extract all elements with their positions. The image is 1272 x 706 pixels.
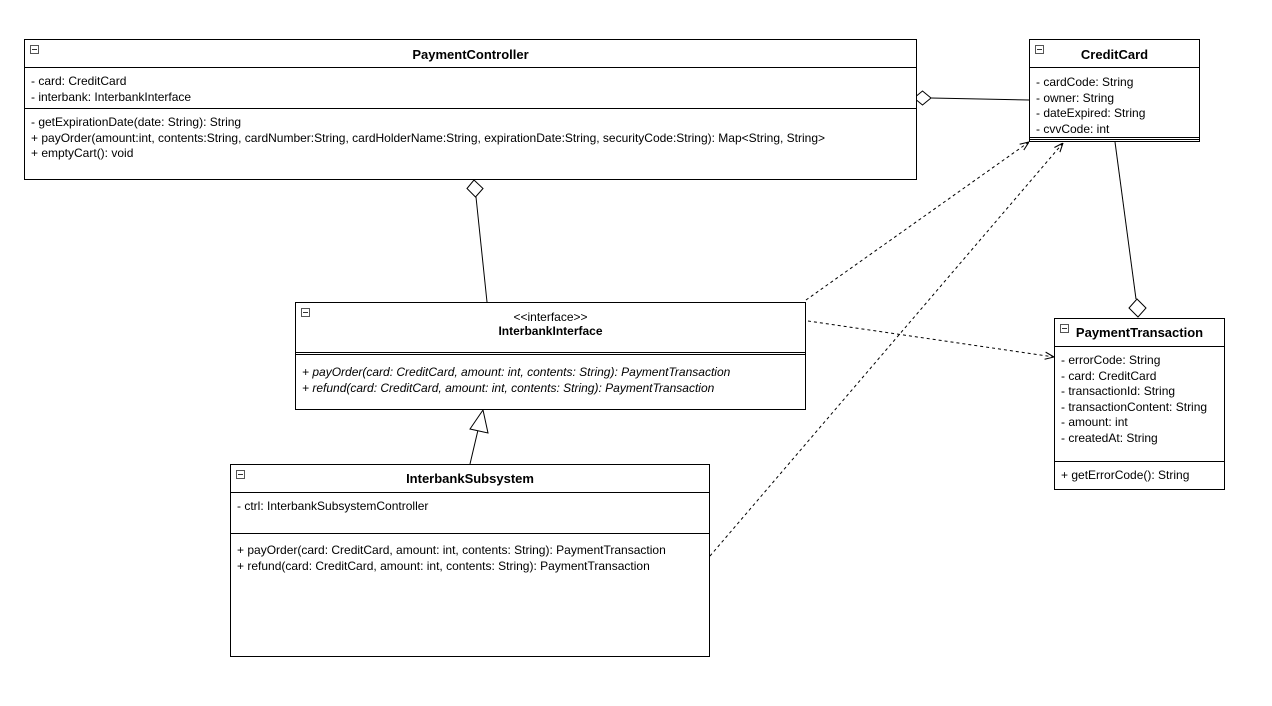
attribute: - amount: int	[1061, 415, 1128, 429]
attribute: - owner: String	[1036, 90, 1115, 105]
collapse-toggle-icon[interactable]	[301, 308, 310, 317]
stereotype-label: <<interface>>	[513, 310, 588, 324]
class-interbank-interface[interactable]: <<interface>> InterbankInterface + payOr…	[295, 302, 806, 410]
attribute: - cardCode: String	[1036, 75, 1134, 89]
class-header[interactable]: InterbankSubsystem	[231, 465, 709, 493]
operations-section: - getExpirationDate(date: String): Strin…	[25, 109, 916, 166]
relation-pc-cc-aggregation[interactable]	[913, 90, 1030, 106]
operation: + refund(card: CreditCard, amount: int, …	[302, 380, 715, 395]
attribute: - interbank: InterbankInterface	[31, 89, 192, 104]
operations-section: + payOrder(card: CreditCard, amount: int…	[231, 534, 709, 578]
attribute: - card: CreditCard	[1061, 368, 1157, 383]
class-interbank-subsystem[interactable]: InterbankSubsystem - ctrl: InterbankSubs…	[230, 464, 710, 657]
relation-is-ii-realization[interactable]	[469, 408, 489, 465]
attribute: - ctrl: InterbankSubsystemController	[237, 499, 429, 513]
class-payment-transaction[interactable]: PaymentTransaction - errorCode: String -…	[1054, 318, 1225, 490]
attributes-section: - card: CreditCard - interbank: Interban…	[25, 68, 916, 109]
attribute: - cvvCode: int	[1036, 121, 1110, 136]
class-header[interactable]: CreditCard	[1030, 40, 1199, 68]
attributes-section: - errorCode: String - card: CreditCard -…	[1055, 347, 1224, 462]
operation: + getErrorCode(): String	[1061, 468, 1190, 482]
attributes-section: - cardCode: String - owner: String - dat…	[1030, 68, 1199, 140]
class-payment-controller[interactable]: PaymentController - card: CreditCard - i…	[24, 39, 917, 180]
class-header[interactable]: PaymentTransaction	[1055, 319, 1224, 347]
operations-section	[1030, 140, 1199, 150]
attribute: - errorCode: String	[1061, 353, 1161, 367]
operation: + refund(card: CreditCard, amount: int, …	[237, 558, 650, 573]
operations-section: + getErrorCode(): String	[1055, 462, 1224, 488]
collapse-toggle-icon[interactable]	[1035, 45, 1044, 54]
operation: + emptyCart(): void	[31, 146, 134, 160]
attribute: - createdAt: String	[1061, 430, 1158, 445]
attribute: - card: CreditCard	[31, 74, 127, 88]
operations-section: + payOrder(card: CreditCard, amount: int…	[296, 355, 805, 400]
operation: + payOrder(amount:int, contents:String, …	[31, 130, 826, 145]
class-name: CreditCard	[1080, 47, 1149, 62]
attribute: - transactionId: String	[1061, 384, 1176, 398]
collapse-toggle-icon[interactable]	[236, 470, 245, 479]
class-header[interactable]: PaymentController	[25, 40, 916, 68]
operation: + payOrder(card: CreditCard, amount: int…	[237, 543, 666, 557]
class-name: PaymentTransaction	[1075, 325, 1204, 340]
relation-cc-pt-aggregation[interactable]	[1114, 141, 1147, 318]
attribute: - transactionContent: String	[1061, 399, 1208, 414]
class-name: InterbankInterface	[498, 324, 603, 338]
attribute: - dateExpired: String	[1036, 106, 1146, 120]
class-name: InterbankSubsystem	[406, 471, 534, 486]
class-name: PaymentController	[412, 47, 529, 62]
class-header[interactable]: <<interface>> InterbankInterface	[296, 303, 805, 355]
attributes-section: - ctrl: InterbankSubsystemController	[231, 493, 709, 534]
relation-is-cc-dependency[interactable]	[709, 143, 1063, 557]
collapse-toggle-icon[interactable]	[30, 45, 39, 54]
collapse-toggle-icon[interactable]	[1060, 324, 1069, 333]
operation: - getExpirationDate(date: String): Strin…	[31, 115, 242, 129]
operation: + payOrder(card: CreditCard, amount: int…	[302, 365, 731, 379]
class-credit-card[interactable]: CreditCard - cardCode: String - owner: S…	[1029, 39, 1200, 142]
relation-ii-pt-dependency[interactable]	[807, 320, 1054, 357]
relation-pc-ii-aggregation[interactable]	[466, 179, 488, 303]
